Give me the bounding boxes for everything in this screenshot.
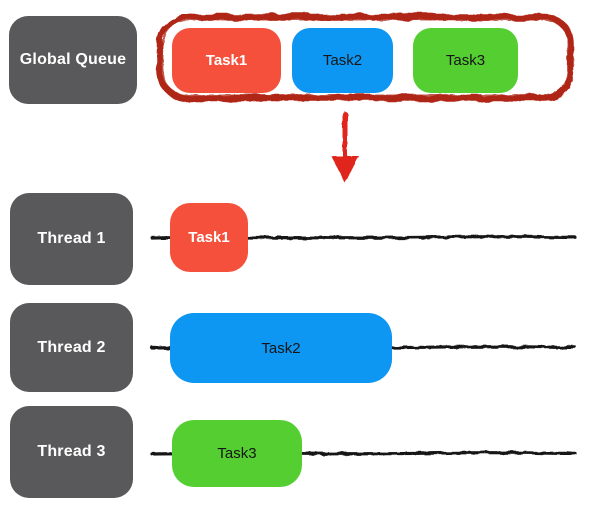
queue-task-2-label: Task2 <box>322 52 363 69</box>
thread-1-task-label: Task1 <box>188 229 230 246</box>
thread-2-task: Task2 <box>170 313 392 383</box>
global-queue-label: Global Queue <box>9 16 137 104</box>
thread-2-label: Thread 2 <box>10 303 133 392</box>
thread-2-label-text: Thread 2 <box>37 338 106 356</box>
queue-task-2: Task2 <box>292 28 393 93</box>
thread-3-label: Thread 3 <box>10 406 133 498</box>
thread-1-task: Task1 <box>170 203 248 272</box>
thread-3-label-text: Thread 3 <box>37 443 106 460</box>
thread-1-label-text: Thread 1 <box>37 230 106 247</box>
queue-task-1: Task1 <box>172 28 281 93</box>
dispatch-arrow-icon <box>331 111 359 183</box>
queue-task-3: Task3 <box>413 28 518 93</box>
queue-highlight-scribble-icon <box>156 13 575 102</box>
thread-3-task: Task3 <box>172 420 302 487</box>
queue-task-1-label: Task1 <box>205 52 248 69</box>
thread-3-task-label: Task3 <box>217 445 257 462</box>
queue-task-3-label: Task3 <box>445 52 486 69</box>
thread-2-task-label: Task2 <box>261 339 301 357</box>
thread-1-label: Thread 1 <box>10 193 133 285</box>
global-queue-label-text: Global Queue <box>19 51 127 68</box>
